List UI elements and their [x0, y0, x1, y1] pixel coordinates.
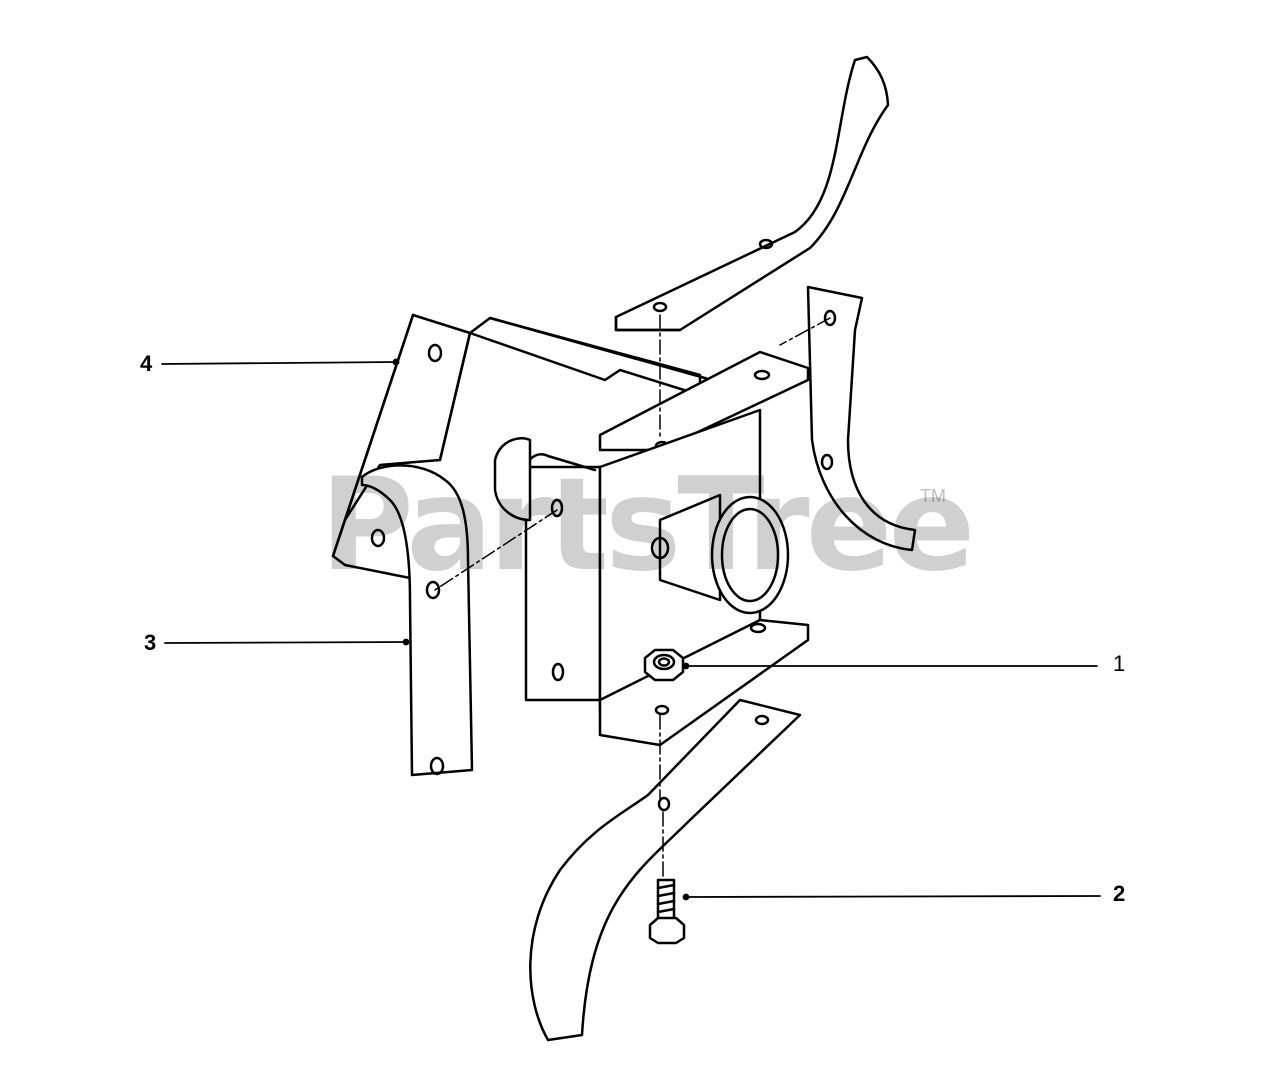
assembly-lines	[434, 314, 831, 881]
tine-bottom	[529, 698, 802, 1042]
nut	[643, 648, 685, 682]
hub-housing	[493, 350, 810, 747]
tine-left	[360, 464, 474, 777]
watermark-logo: PartsTree	[320, 451, 975, 600]
callout-4: 4	[140, 351, 153, 376]
bolt	[648, 878, 686, 945]
callout-3: 3	[144, 630, 157, 655]
trademark-mark: TM	[920, 486, 946, 506]
callout-2: 2	[1113, 881, 1126, 906]
tine-top	[614, 55, 890, 332]
leader-lines	[161, 358, 1101, 901]
callout-1: 1	[1113, 651, 1126, 676]
tine-right	[806, 285, 917, 552]
